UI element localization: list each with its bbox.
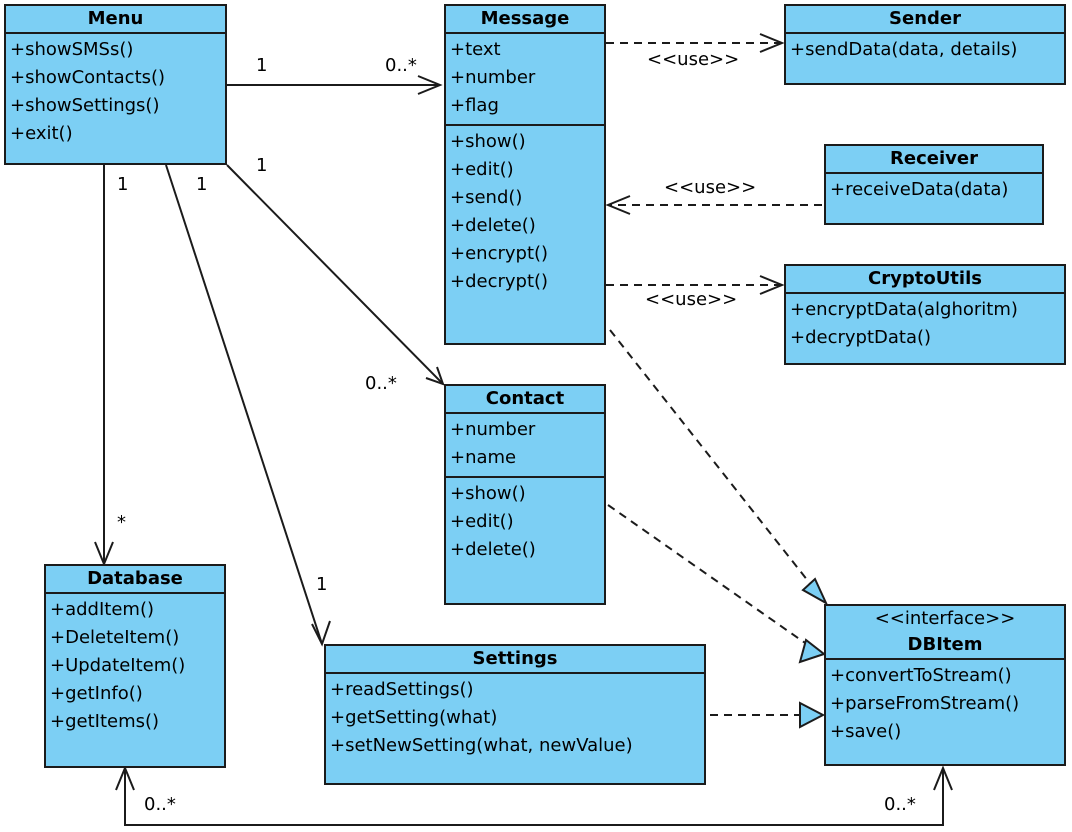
interface-dbitem-op-2: +save() [830, 721, 902, 742]
class-settings-op-1: +getSetting(what) [330, 707, 498, 728]
class-menu-name: Menu [6, 6, 225, 34]
class-menu-op-2: +showSettings() [10, 95, 160, 116]
arrowhead-cryptoutils [759, 275, 785, 295]
edge-message-dbitem [609, 329, 813, 587]
class-menu-op-0: +showSMSs() [10, 39, 134, 60]
label-use-receiver: <<use>> [664, 177, 757, 198]
class-sender-name: Sender [786, 6, 1064, 34]
triangle-message-dbitem [801, 577, 829, 606]
class-menu-op-1: +showContacts() [10, 67, 166, 88]
class-database-op-1: +DeleteItem() [50, 627, 180, 648]
class-message-attributes: +text +number +flag [446, 34, 604, 126]
class-receiver-name: Receiver [826, 146, 1042, 174]
class-contact-operations: +show() +edit() +delete() [446, 478, 604, 568]
interface-dbitem-header: <<interface>> DBItem [826, 606, 1064, 660]
class-receiver-operations: +receiveData(data) [826, 174, 1042, 208]
class-database-op-0: +addItem() [50, 599, 154, 620]
class-contact-attributes: +number +name [446, 414, 604, 478]
interface-dbitem[interactable]: <<interface>> DBItem +convertToStream() … [824, 604, 1066, 766]
edge-menu-settings [165, 164, 331, 647]
arrowhead-message [605, 195, 631, 215]
arrowhead-sender [759, 33, 785, 53]
mult-menu-settings-source: 1 [196, 174, 208, 195]
class-database[interactable]: Database +addItem() +DeleteItem() +Updat… [44, 564, 226, 768]
edge-menu-contact [226, 164, 445, 386]
class-contact-op-2: +delete() [450, 539, 536, 560]
edge-menu-database [94, 165, 114, 567]
class-cryptoutils-op-1: +decryptData() [790, 327, 932, 348]
class-settings[interactable]: Settings +readSettings() +getSetting(wha… [324, 644, 706, 785]
class-settings-name: Settings [326, 646, 704, 674]
interface-dbitem-operations: +convertToStream() +parseFromStream() +s… [826, 660, 1064, 750]
mult-menu-settings-target: 1 [316, 574, 328, 595]
class-message-operations: +show() +edit() +send() +delete() +encry… [446, 126, 604, 300]
mult-menu-message-target: 0..* [385, 55, 417, 76]
mult-dbitem-database-target: 0..* [884, 794, 916, 815]
class-message-op-1: +edit() [450, 159, 514, 180]
class-message-op-0: +show() [450, 131, 526, 152]
mult-menu-message-source: 1 [256, 55, 268, 76]
class-contact-op-1: +edit() [450, 511, 514, 532]
class-message-op-5: +decrypt() [450, 271, 549, 292]
label-use-cryptoutils: <<use>> [645, 289, 738, 310]
class-message-name: Message [446, 6, 604, 34]
class-contact-name: Contact [446, 386, 604, 414]
class-receiver-op-0: +receiveData(data) [830, 179, 1009, 200]
class-message-attr-1: +number [450, 67, 536, 88]
interface-dbitem-op-1: +parseFromStream() [830, 693, 1020, 714]
class-cryptoutils-op-0: +encryptData(alghoritm) [790, 299, 1018, 320]
class-message[interactable]: Message +text +number +flag +show() +edi… [444, 4, 606, 345]
class-menu-op-3: +exit() [10, 123, 73, 144]
edge-menu-message [227, 75, 443, 95]
class-message-op-3: +delete() [450, 215, 536, 236]
edge-dbitem-database [115, 765, 953, 826]
triangle-contact-dbitem [798, 638, 827, 664]
mult-menu-contact-source: 1 [256, 155, 268, 176]
mult-dbitem-database-source: 0..* [144, 794, 176, 815]
class-cryptoutils[interactable]: CryptoUtils +encryptData(alghoritm) +dec… [784, 264, 1066, 365]
class-sender-op-0: +sendData(data, details) [790, 39, 1018, 60]
interface-dbitem-op-0: +convertToStream() [830, 665, 1012, 686]
class-settings-op-0: +readSettings() [330, 679, 474, 700]
class-settings-operations: +readSettings() +getSetting(what) +setNe… [326, 674, 704, 764]
class-cryptoutils-operations: +encryptData(alghoritm) +decryptData() [786, 294, 1064, 356]
class-contact-attr-0: +number [450, 419, 536, 440]
class-database-op-3: +getInfo() [50, 683, 143, 704]
mult-menu-contact-target: 0..* [365, 373, 397, 394]
class-database-op-4: +getItems() [50, 711, 160, 732]
triangle-settings-dbitem [799, 701, 826, 729]
mult-menu-database-source: 1 [117, 174, 129, 195]
class-contact-attr-1: +name [450, 447, 517, 468]
interface-dbitem-name: DBItem [907, 634, 983, 655]
class-contact-op-0: +show() [450, 483, 526, 504]
class-menu-operations: +showSMSs() +showContacts() +showSetting… [6, 34, 225, 152]
label-use-sender: <<use>> [647, 49, 740, 70]
class-menu[interactable]: Menu +showSMSs() +showContacts() +showSe… [4, 4, 227, 165]
class-message-op-4: +encrypt() [450, 243, 549, 264]
mult-menu-database-target: * [117, 512, 126, 533]
class-message-op-2: +send() [450, 187, 523, 208]
class-cryptoutils-name: CryptoUtils [786, 266, 1064, 294]
edge-contact-dbitem [607, 504, 809, 646]
class-database-op-2: +UpdateItem() [50, 655, 186, 676]
class-database-operations: +addItem() +DeleteItem() +UpdateItem() +… [46, 594, 224, 740]
class-database-name: Database [46, 566, 224, 594]
class-settings-op-2: +setNewSetting(what, newValue) [330, 735, 633, 756]
class-sender[interactable]: Sender +sendData(data, details) [784, 4, 1066, 85]
interface-dbitem-stereotype: <<interface>> [874, 608, 1016, 629]
class-message-attr-2: +flag [450, 95, 499, 116]
class-contact[interactable]: Contact +number +name +show() +edit() +d… [444, 384, 606, 605]
class-sender-operations: +sendData(data, details) [786, 34, 1064, 68]
class-message-attr-0: +text [450, 39, 501, 60]
class-receiver[interactable]: Receiver +receiveData(data) [824, 144, 1044, 225]
